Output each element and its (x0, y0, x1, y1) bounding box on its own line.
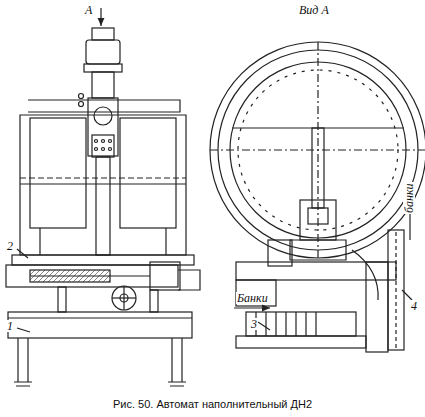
flow-label: Банки (236, 292, 269, 304)
callout-number: 4 (410, 300, 418, 312)
figure-caption: Рис. 50. Автомат наполнительный ДН2 (0, 398, 425, 410)
callout-number: 2 (6, 240, 14, 252)
view-label: Вид А (298, 4, 330, 16)
flow-label: банки (403, 182, 415, 214)
callout-number: 1 (6, 320, 14, 332)
view-arrow-label: А (84, 4, 93, 16)
callout-number: 3 (250, 318, 258, 330)
